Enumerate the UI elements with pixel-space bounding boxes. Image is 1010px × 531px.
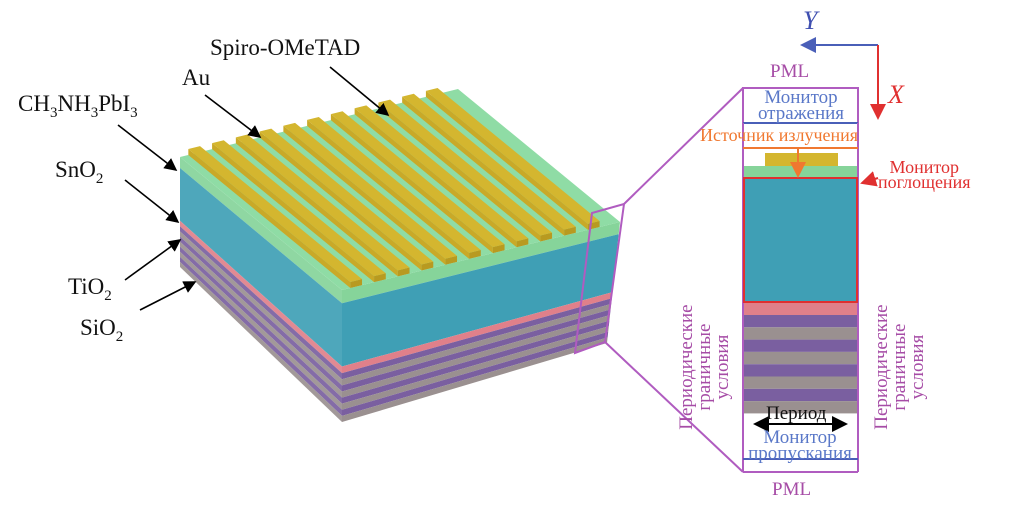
label-perovskite: CH3NH3PbI3 [18, 91, 138, 121]
arrow-tio2 [124, 239, 182, 281]
tio2-layer-left-face [180, 246, 342, 404]
sno2-layer-left-face [180, 220, 342, 374]
arrow-au [204, 94, 262, 138]
gold-electrode-side [259, 131, 422, 271]
sio2-layer-right-face [342, 315, 611, 398]
label-pml-bottom: PML [772, 479, 812, 500]
tio2-layer-right-face [342, 331, 609, 416]
label-sno2: SnO2 [55, 157, 104, 187]
gold-electrode-side [235, 137, 398, 277]
sio2-layer-left-face [180, 251, 342, 410]
tio2-layer-right-face [342, 320, 610, 404]
label-au: Au [182, 65, 211, 90]
gold-electrode-side [354, 108, 517, 248]
arrow-sno2 [124, 179, 180, 223]
tio2-section [744, 364, 857, 377]
tio2-layer-right-face [342, 309, 611, 392]
gold-electrode [235, 134, 410, 271]
sio2-layer-right-face [342, 326, 609, 410]
sio2-section [744, 376, 857, 389]
gold-electrode-end [445, 255, 458, 265]
gold-electrode-side [283, 125, 446, 265]
gold-electrode [212, 140, 386, 277]
tio2-section [744, 388, 857, 402]
gold-electrode-side [402, 96, 565, 236]
gold-electrode-side [212, 143, 375, 283]
gold-electrode-end [516, 238, 529, 248]
gold-electrode [307, 117, 481, 253]
label-sio2: SiO2 [80, 315, 124, 345]
tio2-section [744, 339, 857, 352]
sio2-layer-left-face [180, 241, 342, 398]
arrow-perovskite [117, 124, 178, 171]
tio2-layer-left-face [180, 236, 342, 392]
sio2-layer-left-face [180, 261, 342, 422]
sio2-section [744, 351, 857, 365]
sio2-section [744, 401, 857, 414]
gold-electrode-end [540, 232, 553, 242]
gold-electrode [402, 93, 576, 230]
gold-electrode [425, 87, 600, 224]
tio2-layer-right-face [342, 298, 612, 380]
gold-electrode-side [378, 102, 541, 242]
perovskite-layer-right-face [342, 234, 619, 367]
gold-electrode-side [330, 114, 493, 254]
sio2-section [744, 327, 857, 340]
sno2-layer-right-face [342, 292, 613, 374]
tio2-layer-left-face [180, 256, 342, 416]
gold-electrode-side [188, 148, 351, 288]
spiro-section [744, 166, 857, 178]
label-source: Источник излучения [700, 125, 859, 145]
gold-electrode [283, 122, 458, 259]
spiro-layer-left-face [180, 157, 342, 304]
label-period: Период [766, 403, 827, 424]
gold-electrode [378, 99, 553, 236]
gold-electrode-end [469, 250, 481, 259]
label-spiro-ometad: Spiro-OMeTAD [210, 35, 361, 60]
label-pml-top: PML [770, 61, 810, 82]
gold-electrode-end [492, 244, 505, 254]
zoom-connector-bottom [604, 341, 744, 473]
gold-electrode-end [421, 261, 434, 271]
arrow-sio2 [139, 281, 197, 311]
axis-x-label: X [888, 80, 904, 109]
gold-electrode [188, 146, 363, 282]
sio2-layer-right-face [342, 303, 612, 386]
gold-electrode-end [564, 226, 576, 236]
zoom-connector-top [623, 87, 744, 205]
sno2-section [744, 303, 857, 315]
gold-electrode-side [307, 119, 470, 259]
gold-electrode-end [350, 279, 363, 288]
absorption-monitor-perovskite [743, 177, 858, 303]
axis-y-label: Y [803, 6, 818, 35]
gold-electrode-side [425, 90, 588, 230]
gold-electrode-end [374, 273, 386, 283]
tio2-layer-left-face [180, 226, 342, 380]
gold-electrode [259, 128, 434, 265]
gold-electrode-end [397, 267, 410, 277]
absorption-monitor-arrow [860, 171, 879, 187]
sio2-layer-right-face [342, 337, 608, 422]
perovskite-layer-left-face [180, 168, 342, 367]
sio2-layer-left-face [180, 231, 342, 386]
tio2-section [744, 315, 857, 328]
label-tio2: TiO2 [68, 274, 112, 304]
arrow-spiro [329, 66, 390, 117]
gold-electrode-section [765, 153, 838, 166]
gold-electrode [330, 111, 505, 248]
spiro-layer-right-face [342, 222, 620, 304]
gold-electrode [354, 105, 529, 242]
